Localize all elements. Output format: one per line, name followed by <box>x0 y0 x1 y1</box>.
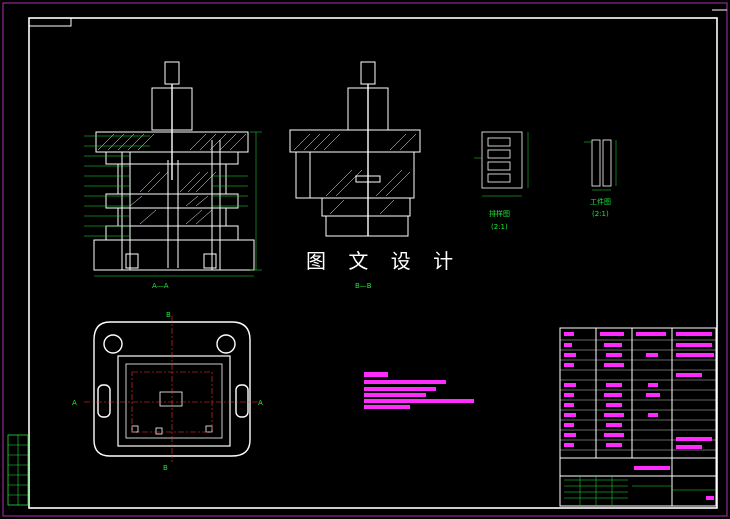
watermark-text: 图 文 设 计 <box>306 249 461 273</box>
front-part-callouts <box>84 131 262 277</box>
drawing-frame <box>28 17 718 509</box>
parts-list-table <box>559 327 717 507</box>
side-section-hatching <box>293 133 417 215</box>
parts-list-fills <box>564 332 714 500</box>
title-block-grid <box>564 476 716 506</box>
front-section-view <box>93 61 255 271</box>
workpiece-scale: (2:1) <box>592 210 609 218</box>
strip-layout-detail <box>481 131 523 189</box>
front-section-label: A—A <box>152 282 169 290</box>
strip-layout-title: 排样图 <box>489 209 510 218</box>
workpiece-detail <box>591 139 612 187</box>
strip-layout-dims <box>474 132 529 197</box>
frame-tag-box <box>28 17 72 27</box>
plan-marker-right: A <box>258 399 263 407</box>
left-margin-ruler <box>7 434 29 506</box>
plan-marker-left: A <box>72 399 77 407</box>
plan-marker-top: B <box>166 311 171 319</box>
workpiece-dims <box>584 140 617 191</box>
plan-marker-bottom: B <box>163 464 168 472</box>
side-section-label: B—B <box>355 282 372 290</box>
technical-notes-block <box>364 372 474 409</box>
workpiece-title: 工件图 <box>590 197 611 206</box>
plan-view-centerlines <box>84 316 262 462</box>
plan-view <box>93 321 251 457</box>
front-section-hatching <box>97 133 247 225</box>
parts-list-rows <box>560 339 716 451</box>
side-section-view <box>289 61 421 237</box>
strip-layout-scale: (2:1) <box>491 223 508 231</box>
